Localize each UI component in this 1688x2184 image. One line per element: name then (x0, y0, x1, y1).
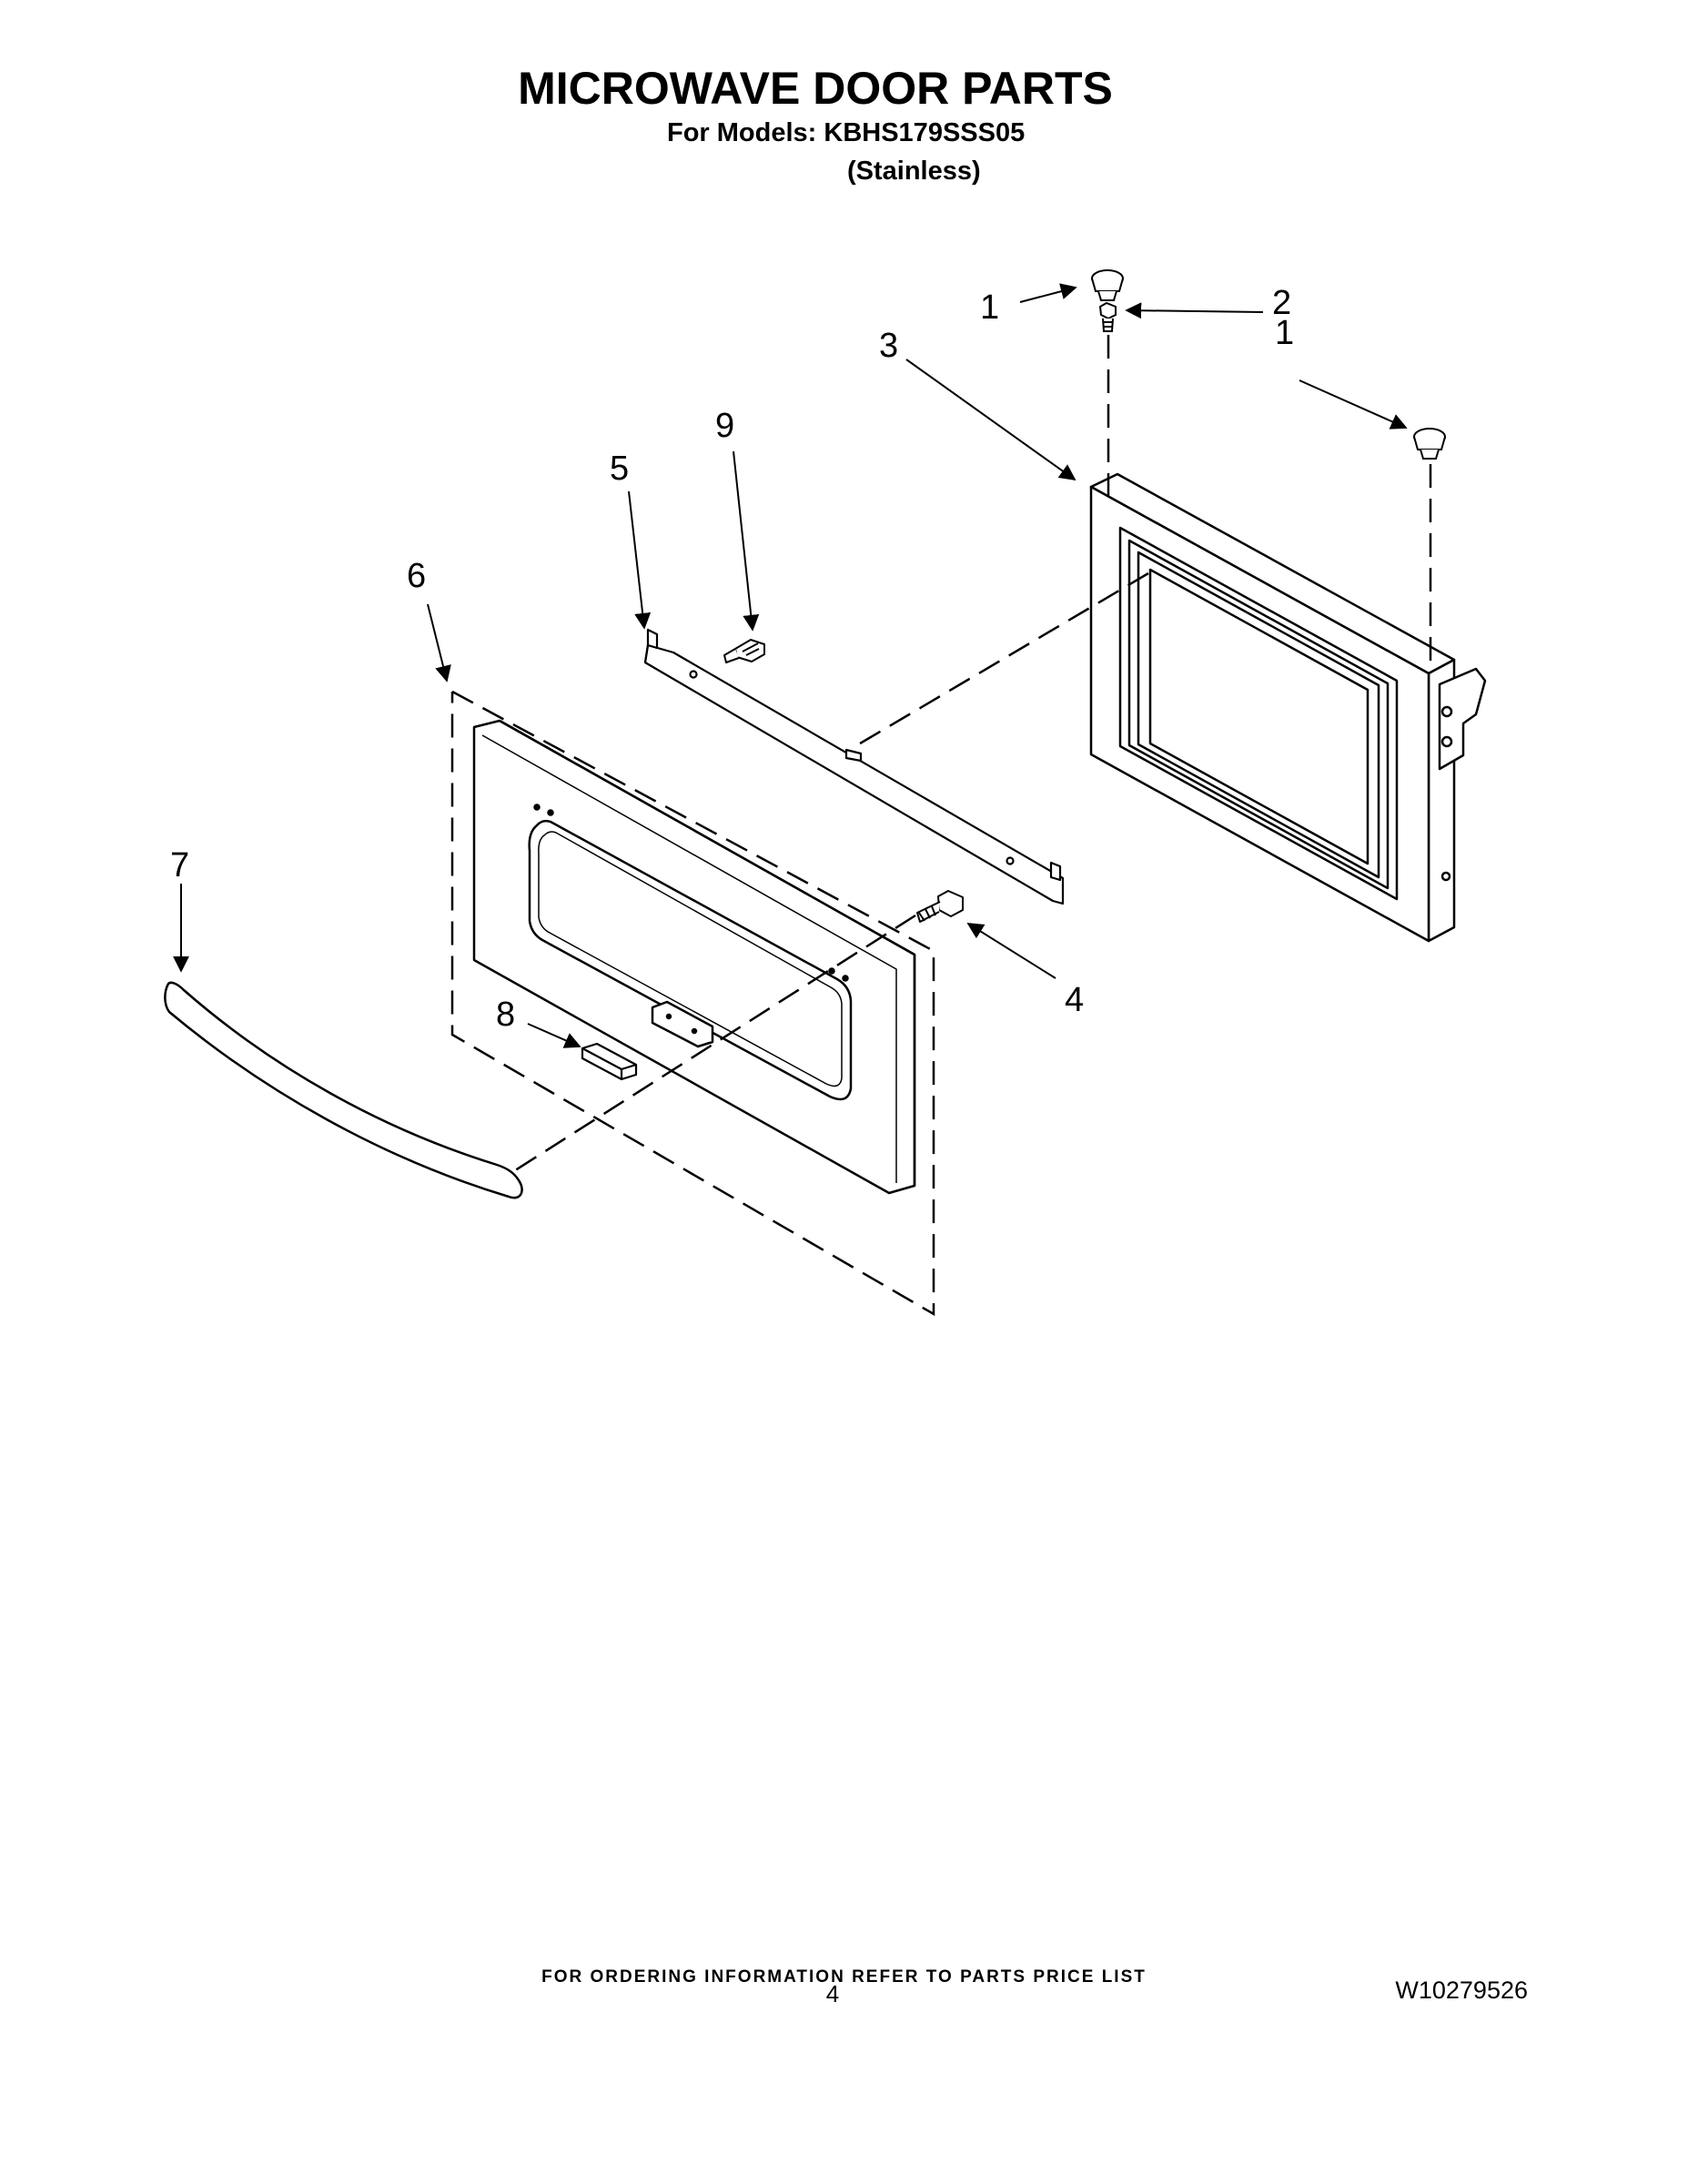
screw-4-part (916, 890, 964, 923)
cap-plug-1b-part (1413, 428, 1446, 460)
door-frame-part (1089, 472, 1487, 943)
callout-3: 3 (879, 327, 898, 365)
callout-7: 7 (170, 846, 189, 885)
callout-leaders (173, 283, 1408, 1048)
page-title: MICROWAVE DOOR PARTS (518, 63, 1113, 114)
cap-plug-1a-part (1091, 269, 1124, 301)
callout-5: 5 (610, 450, 629, 488)
screw-2-part (1098, 301, 1117, 332)
variant-line: (Stainless) (847, 157, 981, 186)
outer-door-panel-part (472, 719, 916, 1195)
callout-4: 4 (1065, 981, 1084, 1019)
models-line: For Models: KBHS179SSS05 (667, 118, 1026, 147)
ordering-note: FOR ORDERING INFORMATION REFER TO PARTS … (541, 1967, 1147, 1987)
callout-1b: 1 (1275, 314, 1294, 352)
door-handle-part (164, 981, 523, 1199)
assembly-lines (450, 335, 1432, 1317)
callout-labels: 1 2 3 1 9 5 6 7 8 4 (170, 284, 1294, 1034)
callout-8: 8 (496, 996, 515, 1034)
nameplate-part (581, 1042, 638, 1081)
callout-2: 2 (1272, 284, 1291, 322)
document-number: W10279526 (1395, 1977, 1528, 2004)
callout-6: 6 (407, 557, 426, 595)
mounting-bracket-part (643, 628, 1065, 905)
callout-9: 9 (715, 407, 734, 445)
screw-9-part (723, 639, 765, 663)
callout-1a: 1 (980, 288, 999, 327)
page-number: 4 (825, 1980, 840, 2007)
